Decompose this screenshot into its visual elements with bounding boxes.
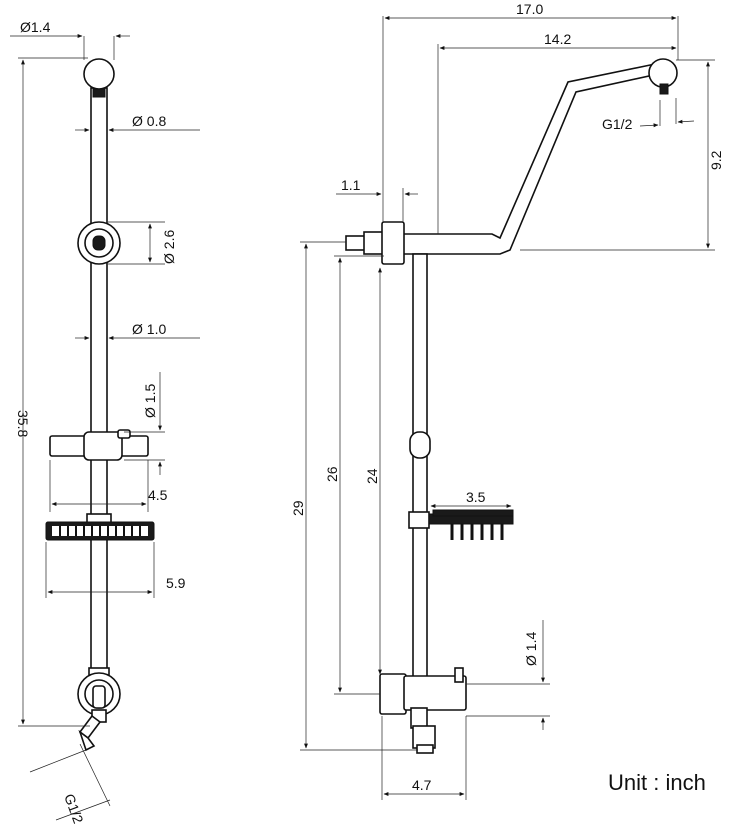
side-height-24-label: 24 [364,468,380,484]
front-upper-bracket [77,221,121,265]
side-inlet-offset-label: 1.1 [341,177,361,193]
front-slider-diameter-label: Ø 1.5 [142,384,158,418]
side-base-depth-label: 4.7 [412,777,432,793]
front-slider-width-label: 4.5 [148,487,168,503]
side-dimensions [300,16,715,800]
front-inlet-thread-label: G1/2 [61,792,86,826]
side-valve-diameter-label: Ø 1.4 [523,632,539,666]
front-dimensions [10,34,200,821]
side-dish-width-label: 3.5 [466,489,486,505]
side-slider-knob [409,431,431,459]
side-shower-arm [402,63,660,255]
front-ball-diameter-label: Ø1.4 [20,19,51,35]
side-height-26-label: 26 [324,466,340,482]
side-height-29-label: 29 [290,500,306,516]
front-soap-dish [45,513,155,541]
front-bracket-diameter-label: Ø 2.6 [161,230,177,264]
front-top-ball [83,58,115,90]
front-lower-bracket [77,667,121,752]
side-arm-reach-label: 14.2 [544,31,571,47]
unit-label: Unit : inch [608,770,706,795]
front-view: Ø1.4 Ø 0.8 Ø 2.6 Ø 1.0 Ø 1.5 4.5 5.9 35.… [10,19,200,826]
front-slide-rod [90,87,108,689]
side-arm-rise-label: 9.2 [708,150,724,170]
side-shower-head [648,58,678,88]
side-top-fitting [345,221,405,265]
side-view: 17.0 14.2 G1/2 9.2 1.1 29 26 24 3.5 Ø 1.… [290,1,724,800]
front-rod-diameter-label: Ø 1.0 [132,321,166,337]
front-rod-top-diameter-label: Ø 0.8 [132,113,166,129]
front-total-height-label: 35.8 [15,410,31,437]
side-overall-width-label: 17.0 [516,1,543,17]
side-soap-dish [408,509,514,540]
front-dish-width-label: 5.9 [166,575,186,591]
side-valve-body [379,667,467,754]
side-outlet-thread-label: G1/2 [602,116,633,132]
front-slider [49,429,149,461]
side-vertical-pipe [412,253,428,685]
